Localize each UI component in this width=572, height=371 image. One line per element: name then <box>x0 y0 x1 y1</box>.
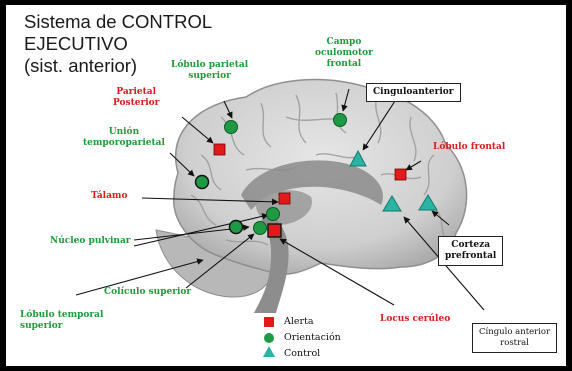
marker-orientacion-pulvinar-1 <box>228 219 244 235</box>
label-talamo: Tálamo <box>91 191 128 201</box>
marker-alerta-parietal-posterior <box>213 143 226 156</box>
label-cinguloanterior: Cinguloanterior <box>366 83 461 102</box>
corpus-callosum <box>241 160 383 210</box>
label-corteza-prefrontal: Corteza prefrontal <box>438 236 504 266</box>
legend-alerta-label: Alerta <box>284 316 314 327</box>
label-cingulo-anterior-rostral: Cíngulo anterior rostral <box>472 323 558 353</box>
marker-control-cingulo-rostral <box>382 195 402 212</box>
label-parietal-posterior: Parietal Posterior <box>113 87 160 108</box>
label-campo-oculomotor-frontal: Campo oculomotor frontal <box>315 37 373 69</box>
legend-control-label: Control <box>284 348 321 359</box>
label-locus-ceruleo: Locus cerúleo <box>380 314 451 324</box>
label-lobulo-temporal-superior: Lóbulo temporal superior <box>20 310 104 331</box>
diagram-canvas: Sistema de CONTROL EJECUTIVO (sist. ante… <box>6 5 566 366</box>
title-line-1: Sistema de CONTROL <box>24 11 213 32</box>
diagram-title: Sistema de CONTROL EJECUTIVO (sist. ante… <box>24 11 212 77</box>
marker-alerta-lobulo-frontal <box>394 168 407 181</box>
legend-orientacion-label: Orientación <box>284 332 341 343</box>
label-lobulo-parietal-superior: Lóbulo parietal superior <box>171 60 249 81</box>
label-union-temporoparietal: Unión temporoparietal <box>83 127 165 148</box>
marker-alerta-locus-ceruleo <box>267 223 282 238</box>
marker-alerta-talamo <box>278 192 291 205</box>
marker-orientacion-temporoparietal <box>194 174 210 190</box>
brain-illustration <box>75 78 485 357</box>
title-line-3: (sist. anterior) <box>24 55 138 76</box>
label-nucleo-pulvinar: Núcleo pulvinar <box>50 236 131 246</box>
marker-control-prefrontal <box>418 194 438 211</box>
label-coliculo-superior: Colículo superior <box>104 287 192 297</box>
label-lobulo-frontal: Lóbulo frontal <box>433 142 506 152</box>
legend-control-swatch <box>263 346 275 357</box>
marker-orientacion-parietal-superior <box>224 120 238 134</box>
legend-orientacion-swatch <box>264 333 274 343</box>
title-line-2: EJECUTIVO <box>24 33 128 54</box>
marker-orientacion-pulvinar-2 <box>253 221 267 235</box>
marker-control-cinguloanterior <box>349 149 367 167</box>
marker-orientacion-coliculo <box>266 207 280 221</box>
legend-alerta-swatch <box>264 317 274 327</box>
marker-orientacion-campo-oculomotor <box>333 113 347 127</box>
